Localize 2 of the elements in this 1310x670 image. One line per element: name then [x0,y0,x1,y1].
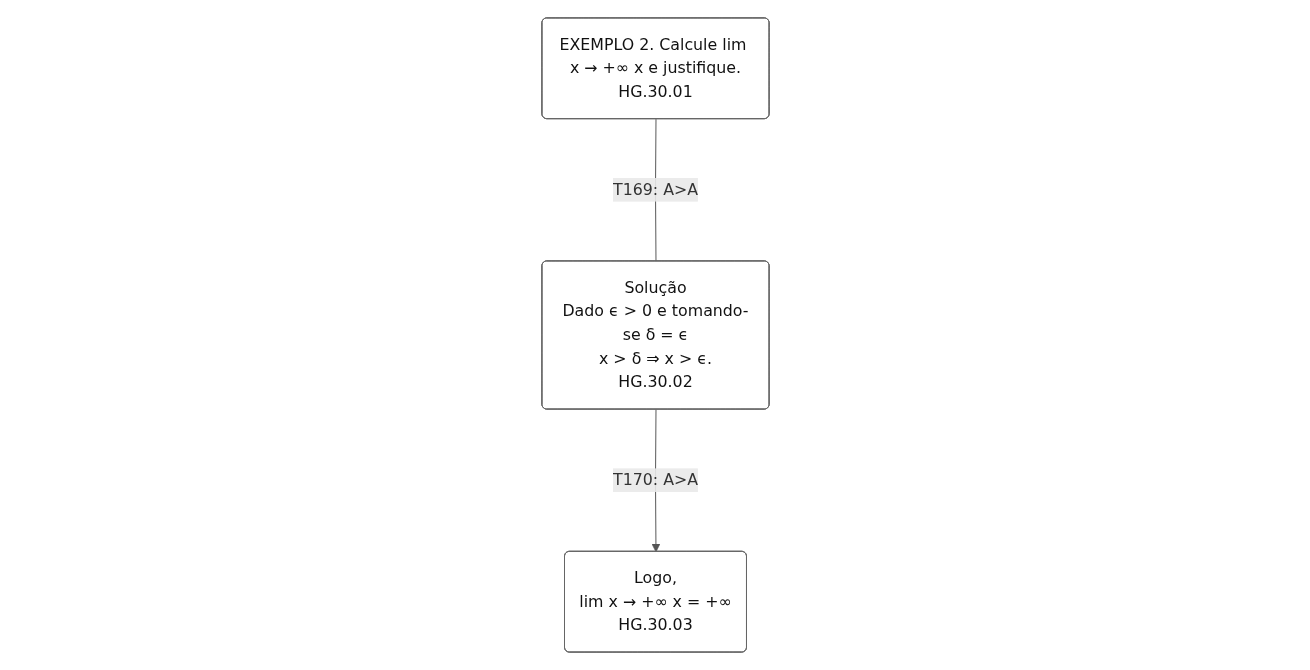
edge-label: T170: A>A [612,470,698,490]
edge-label: T169: A>A [612,179,698,199]
